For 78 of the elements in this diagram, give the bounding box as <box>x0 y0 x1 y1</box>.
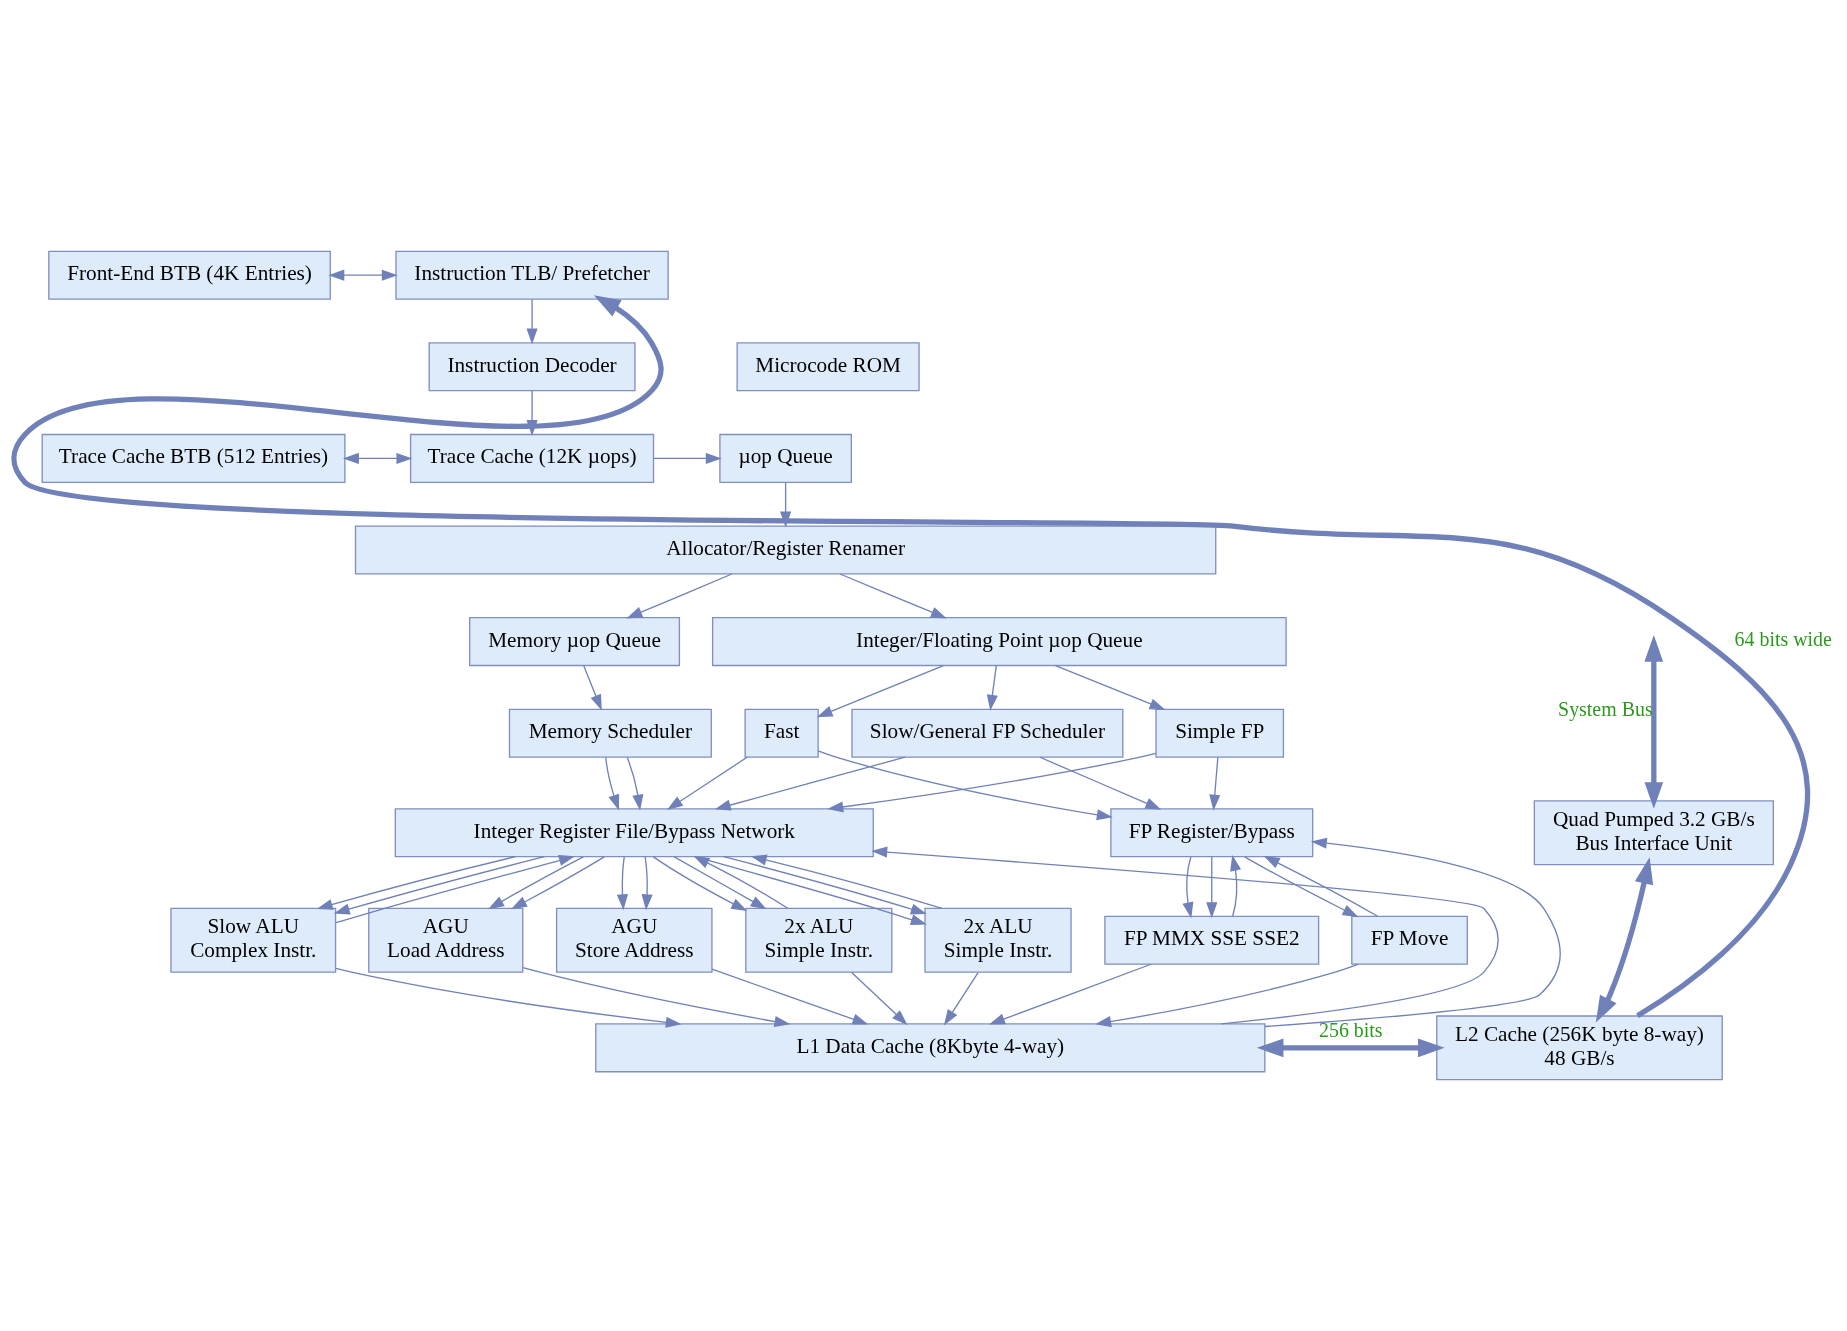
node-box: L1 Data Cache (8Kbyte 4-way) <box>595 1023 1266 1073</box>
node-box: FP Register/Bypass <box>1110 808 1314 858</box>
arrow <box>693 855 789 909</box>
arrow <box>626 573 733 619</box>
arrow <box>1039 756 1162 810</box>
node-box: Allocator/Register Renamer <box>354 525 1217 575</box>
node-box: AGU Store Address <box>555 907 713 973</box>
arrow <box>1209 756 1221 811</box>
arrow <box>1054 664 1166 710</box>
arrow <box>316 856 517 910</box>
node-box: Integer Register File/Bypass Network <box>394 808 874 858</box>
arrow <box>522 966 791 1027</box>
arrow <box>750 854 943 909</box>
node-box: Front-End BTB (4K Entries) <box>48 250 331 300</box>
arrow <box>839 573 947 619</box>
node-box: µop Queue <box>719 433 852 483</box>
arrow <box>666 756 748 810</box>
arrow <box>1206 856 1218 919</box>
arrow <box>1595 857 1654 1023</box>
arrow <box>605 756 620 811</box>
arrow <box>583 665 602 711</box>
edge-label: 64 bits wide <box>1734 628 1832 651</box>
node-box: Trace Cache BTB (512 Entries) <box>41 433 346 483</box>
arrow <box>616 856 628 911</box>
node-box: Slow/General FP Scheduler <box>851 708 1124 758</box>
node-box: 2x ALU Simple Instr. <box>745 907 893 973</box>
arrow <box>986 665 998 711</box>
node-box: FP Move <box>1351 915 1468 965</box>
arrow <box>673 856 767 910</box>
arrow <box>816 664 945 718</box>
arrow <box>817 750 1113 821</box>
node-box: Fast <box>744 708 819 758</box>
arrow <box>871 846 1499 1025</box>
node-box: Simple FP <box>1155 708 1285 758</box>
arrow <box>851 971 908 1026</box>
arrow <box>1095 963 1360 1028</box>
node-box: 2x ALU Simple Instr. <box>924 907 1072 973</box>
node-box: Instruction TLB/ Prefetcher <box>395 250 669 300</box>
arrow <box>711 968 869 1025</box>
node-box: Trace Cache (12K µops) <box>409 433 655 483</box>
arrow <box>714 756 906 811</box>
edge-label: 256 bits <box>1319 1019 1383 1042</box>
arrow <box>1256 1038 1445 1058</box>
arrow <box>1182 856 1194 919</box>
arrow <box>653 452 722 464</box>
arrow <box>1230 854 1242 917</box>
arrow <box>526 298 538 345</box>
arrow <box>328 269 398 281</box>
arrow <box>335 967 682 1028</box>
arrow <box>827 752 1157 813</box>
node-box: L2 Cache (256K byte 8-way) 48 GB/s <box>1436 1015 1723 1081</box>
arrow <box>694 856 927 926</box>
node-box: FP MMX SSE SSE2 <box>1104 915 1320 965</box>
arrow <box>641 856 653 911</box>
arrow <box>488 856 584 910</box>
arrow <box>1243 856 1359 918</box>
arrow <box>943 971 979 1026</box>
arrow <box>626 756 644 811</box>
node-box: Microcode ROM <box>736 342 920 392</box>
arrow <box>511 856 605 910</box>
arrow <box>1263 855 1379 917</box>
edge-label: System Bus <box>1558 697 1653 720</box>
node-box: Memory Scheduler <box>508 708 712 758</box>
arrow <box>723 856 927 915</box>
arrow <box>14 295 1810 1018</box>
arrow <box>652 856 748 911</box>
node-box: Integer/Floating Point µop Queue <box>711 617 1287 667</box>
node-box: Instruction Decoder <box>428 342 636 392</box>
node-box: AGU Load Address <box>368 907 524 973</box>
node-box: Memory µop Queue <box>469 617 681 667</box>
arrow <box>333 856 545 915</box>
arrow <box>989 963 1152 1025</box>
node-box: Slow ALU Complex Instr. <box>170 907 337 973</box>
node-box: Quad Pumped 3.2 GB/s Bus Interface Unit <box>1533 800 1774 866</box>
arrow <box>335 855 575 924</box>
arrow <box>1644 635 1664 809</box>
arrow <box>342 452 413 464</box>
arrow <box>1264 837 1561 1028</box>
